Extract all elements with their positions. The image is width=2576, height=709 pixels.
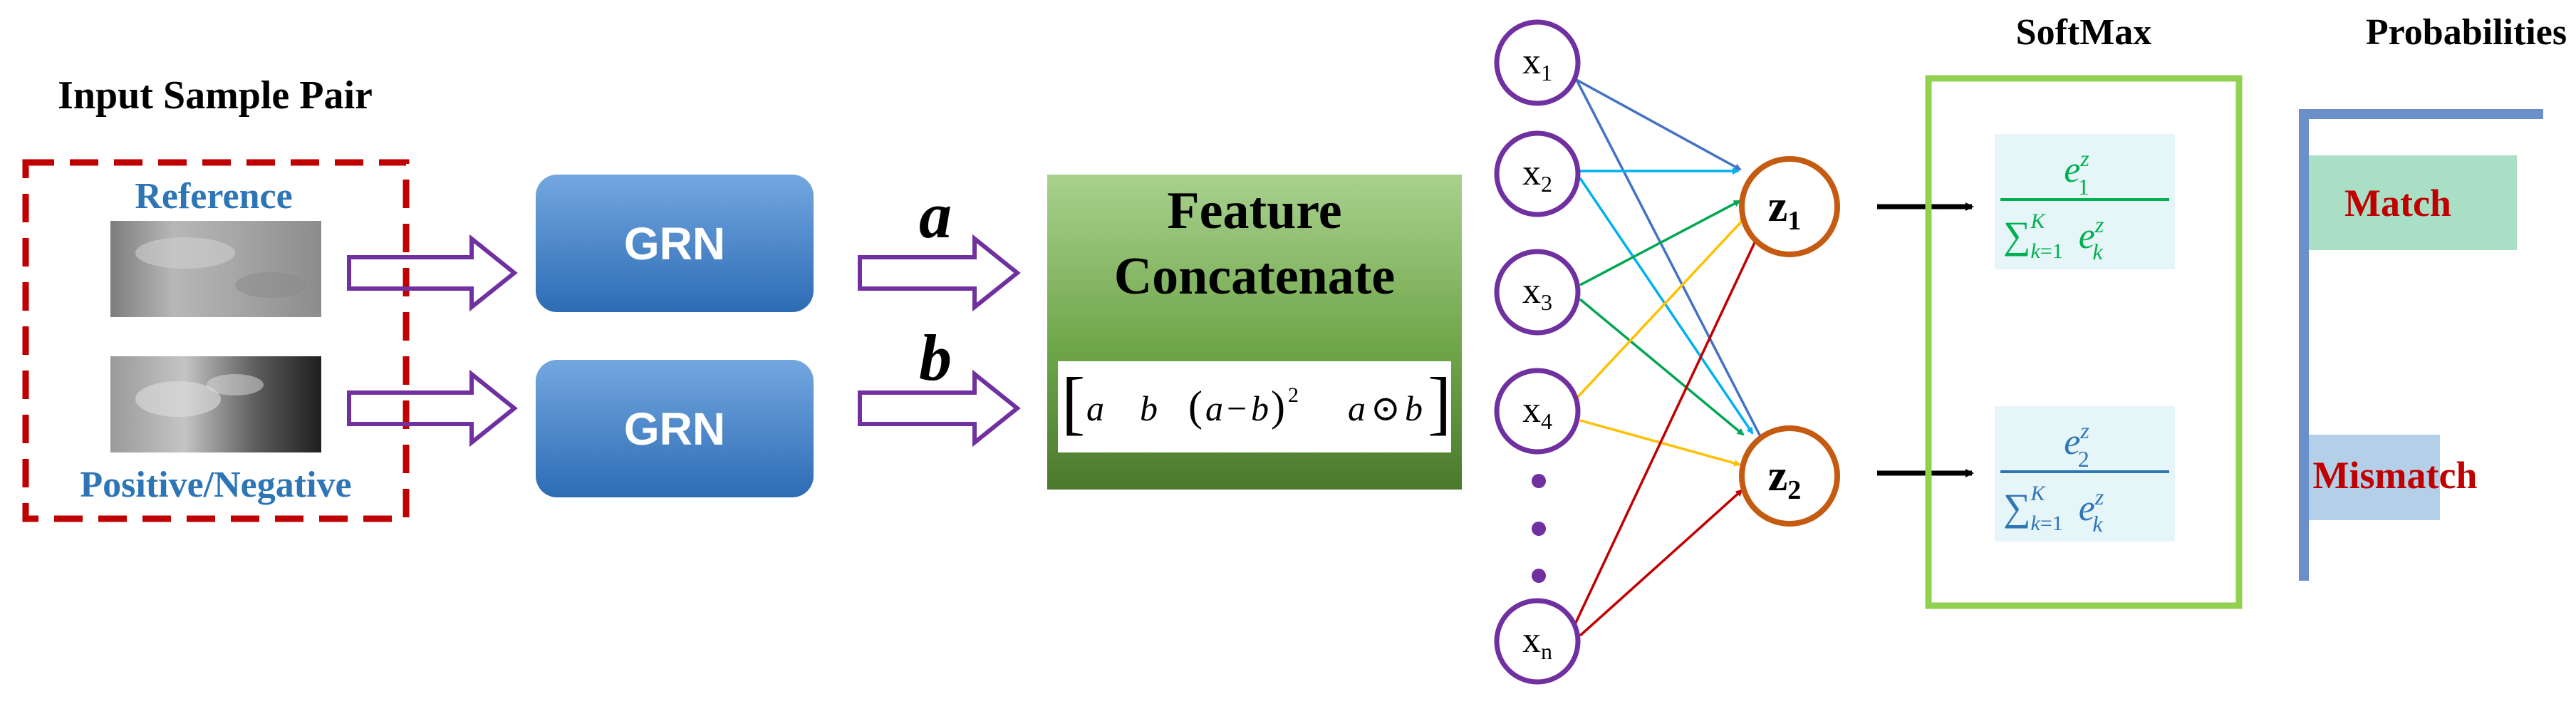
reference-label: Reference: [135, 176, 292, 217]
grn-bottom-block: GRN: [536, 360, 814, 497]
probabilities-title: Probabilities: [2366, 12, 2567, 53]
concat-vector-box: [1058, 361, 1451, 452]
edge-x2-z2: [1579, 177, 1754, 435]
input-node-x3: x3: [1494, 249, 1581, 336]
pair-image: [110, 356, 321, 452]
softmax-box: [1925, 75, 2243, 609]
grn-bottom-to-concat-arrow: [858, 369, 1021, 447]
edge-x1-z2: [1575, 79, 1765, 445]
input-to-grn-bottom-arrow: [347, 369, 518, 447]
output-node-z2: z2: [1739, 425, 1840, 527]
svg-text:ez2: ez2: [2064, 418, 2089, 472]
input-node-x2: x2: [1494, 130, 1581, 217]
edge-x3-z2: [1579, 298, 1745, 436]
feature-concat-block: Feature Concatenate [ a b ( a − b ) 2 a …: [1047, 175, 1462, 490]
grn-bottom-label: GRN: [624, 403, 725, 455]
input-to-grn-top-arrow: [347, 234, 518, 312]
input-node-x4: x4: [1494, 368, 1581, 455]
svg-text:ez1: ez1: [2064, 145, 2089, 200]
edge-x1-z1: [1576, 78, 1742, 171]
edge-xn-z1: [1573, 223, 1765, 626]
concat-title-line2: Concatenate: [1114, 247, 1396, 306]
input-dashed-box: [22, 159, 410, 522]
mismatch-bar: [2309, 435, 2440, 520]
match-bar: [2309, 155, 2517, 250]
svg-text:z1: z1: [1768, 182, 1802, 236]
svg-text:x4: x4: [1522, 390, 1552, 434]
grn-top-label: GRN: [624, 218, 725, 269]
probabilities-axis: [2299, 109, 2543, 581]
input-node-x1: x1: [1494, 19, 1581, 106]
concat-vector: [ a b ( a − b ) 2 a ⊙ b ]: [1061, 363, 1451, 442]
pair-label: Positive/Negative: [80, 465, 351, 505]
input-title: Input Sample Pair: [58, 73, 373, 118]
output-node-z1: z1: [1739, 156, 1840, 257]
mismatch-label: Mismatch: [2313, 454, 2478, 497]
edge-x3-z1: [1579, 200, 1741, 286]
ellipsis-dots: [1532, 474, 1546, 583]
svg-text:x2: x2: [1522, 152, 1552, 197]
svg-text:z2: z2: [1768, 452, 1802, 505]
input-node-xn: xn: [1494, 598, 1581, 685]
reference-image: [110, 221, 321, 317]
grn-top-block: GRN: [536, 175, 814, 312]
svg-text:x3: x3: [1522, 271, 1552, 315]
svg-text:xn: xn: [1522, 620, 1552, 664]
edge-xn-z2: [1579, 489, 1743, 637]
match-label: Match: [2344, 182, 2451, 224]
edge-x4-z1: [1574, 216, 1747, 400]
concat-title-line1: Feature: [1167, 182, 1341, 240]
softmax-title: SoftMax: [2016, 12, 2152, 53]
svg-text:x1: x1: [1522, 41, 1552, 86]
grn-top-to-concat-arrow: [858, 234, 1021, 312]
feature-b-label: b: [919, 321, 952, 394]
network-edges: [1573, 78, 1765, 637]
feature-a-label: a: [919, 179, 952, 252]
